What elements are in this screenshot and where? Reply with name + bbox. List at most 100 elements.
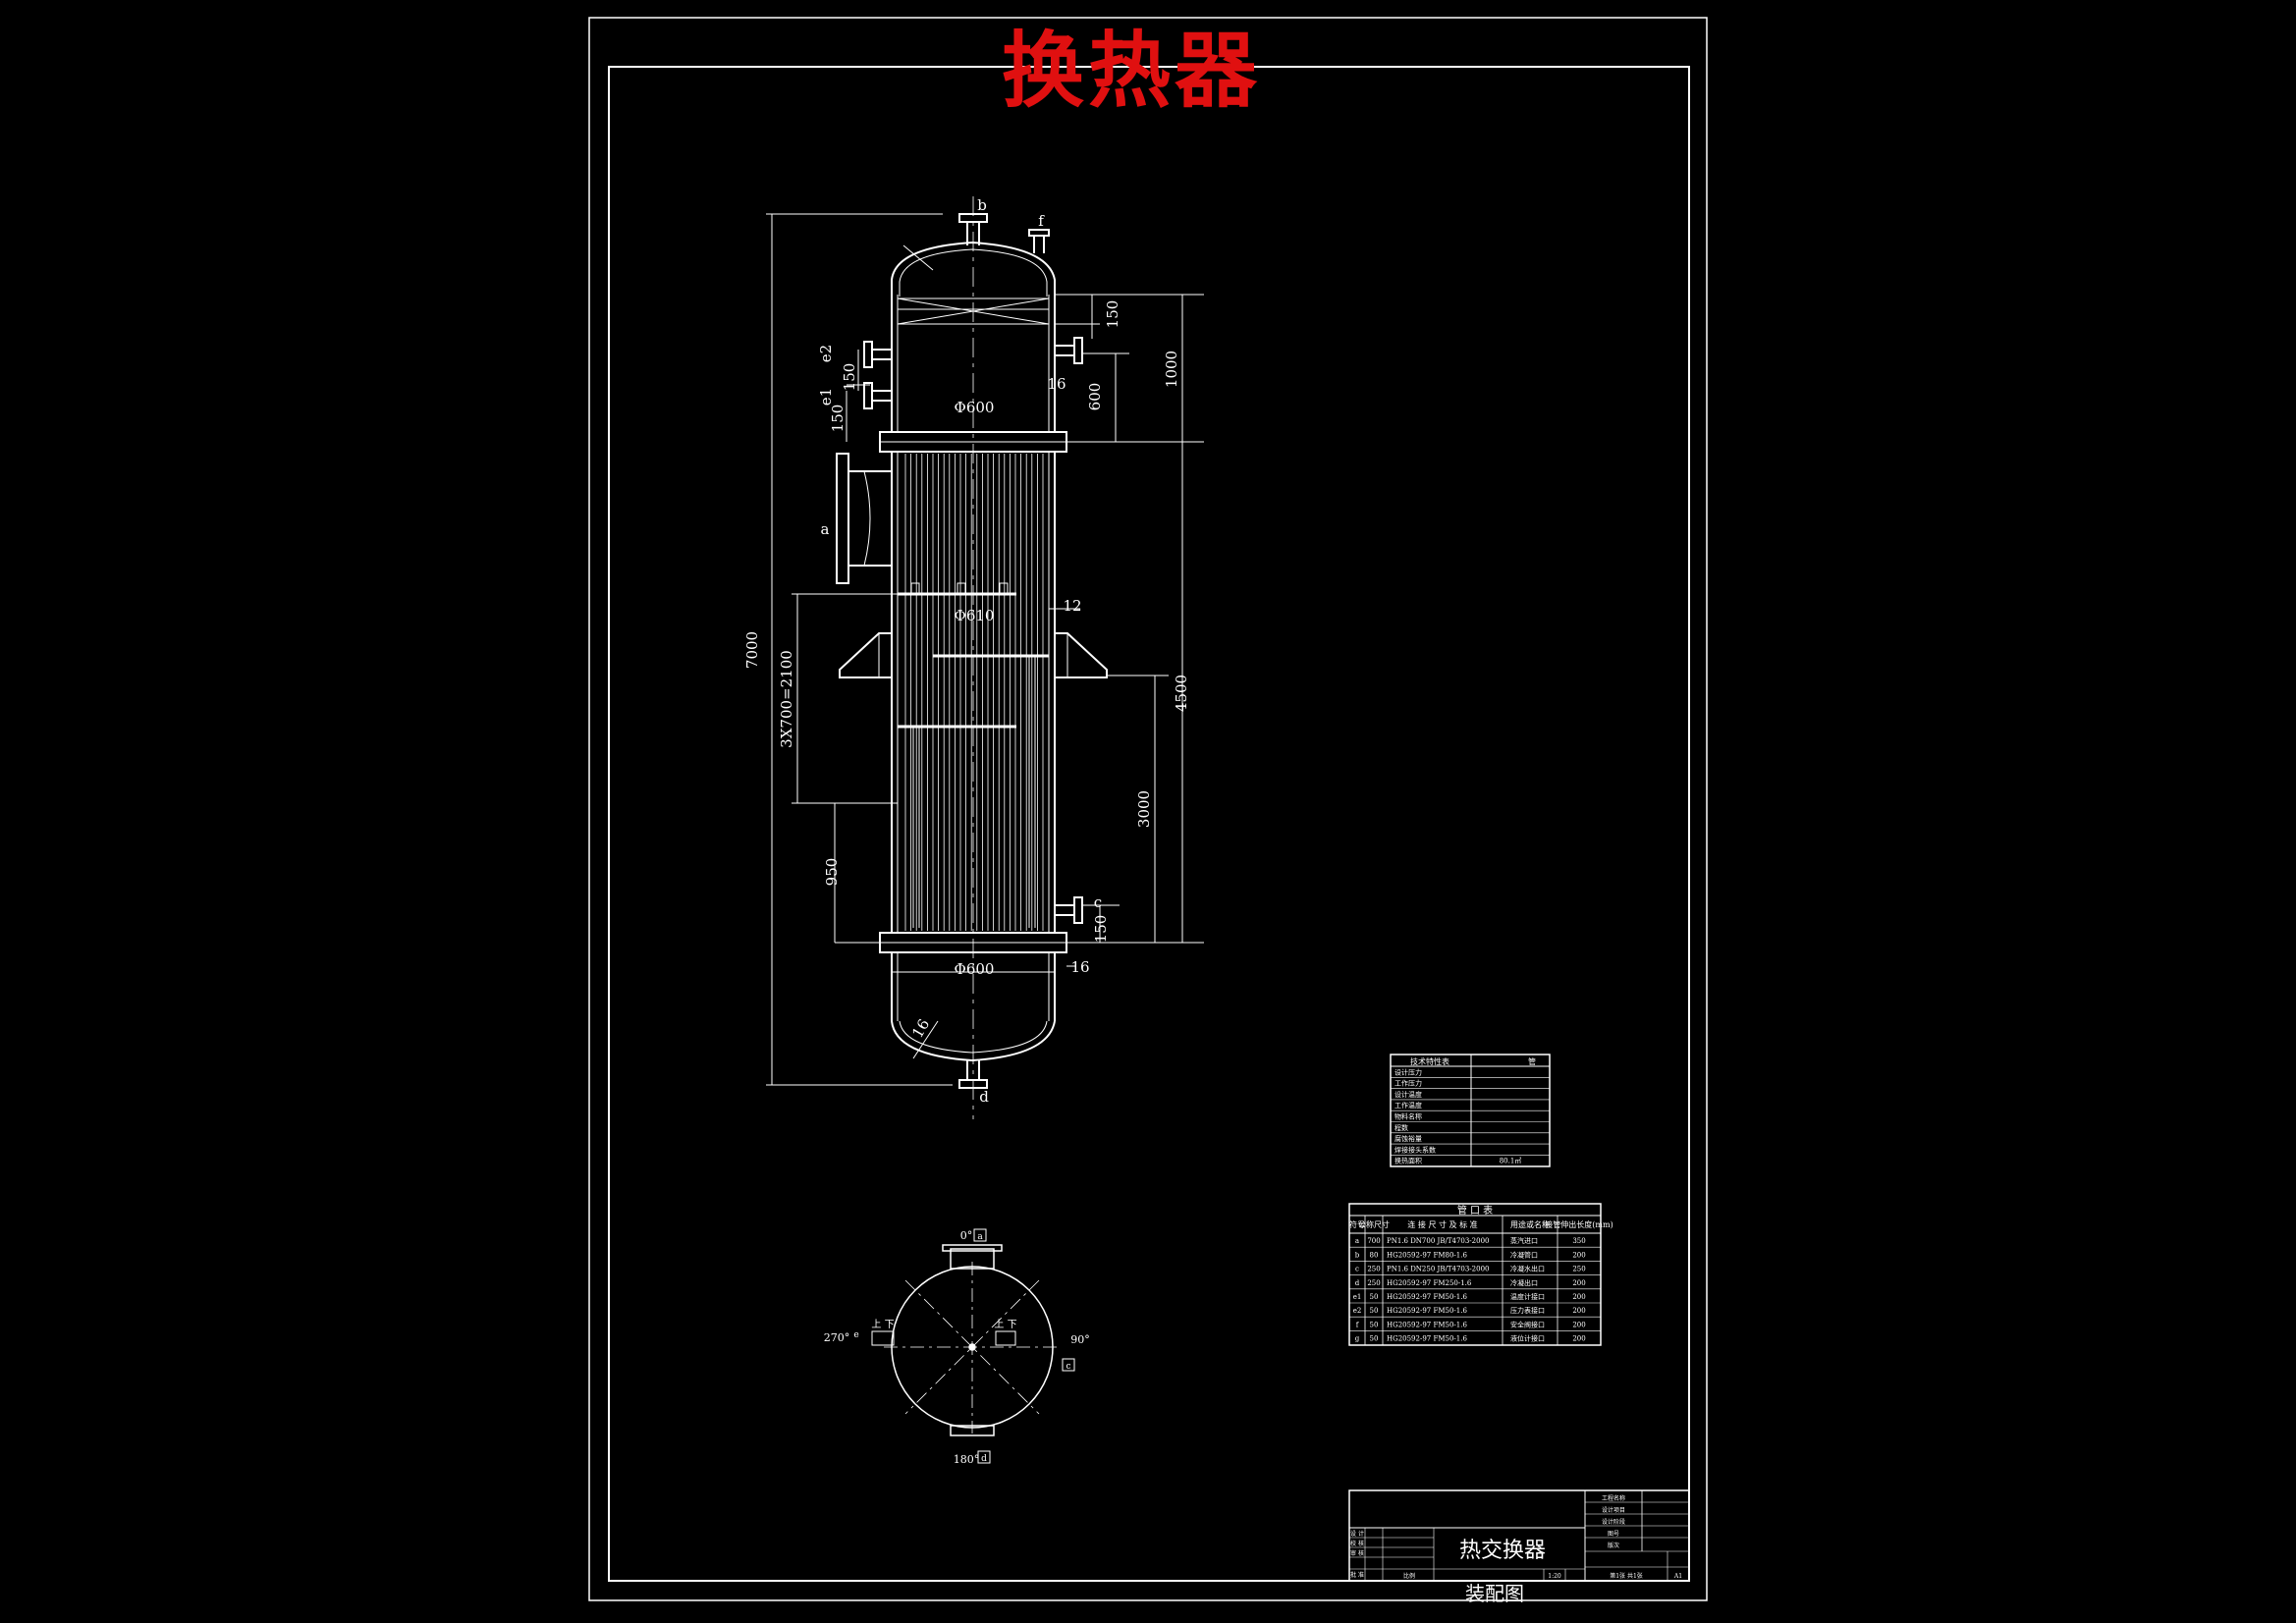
right-support-lug bbox=[1055, 632, 1108, 678]
dim-left-150a: 150 bbox=[841, 363, 858, 392]
nozzle-cell: 250 bbox=[1572, 1266, 1585, 1273]
role-2: 校 核 bbox=[1350, 1540, 1364, 1547]
dim-channel-top: Φ600 bbox=[955, 399, 995, 416]
nozzle-e1 bbox=[863, 382, 873, 409]
tag-a: a bbox=[977, 1232, 983, 1242]
dim-channel-bottom: Φ600 bbox=[955, 960, 995, 978]
nozzle-cell: 50 bbox=[1370, 1293, 1379, 1301]
label-c: c bbox=[1094, 893, 1102, 911]
cell-r2: 设计项目 bbox=[1602, 1506, 1625, 1514]
nozzle-cell: 蒸汽进口 bbox=[1510, 1236, 1538, 1245]
deg-0: 0° bbox=[960, 1229, 973, 1242]
inner-border bbox=[608, 66, 1690, 1582]
nozzle-cell: 冷凝管口 bbox=[1510, 1250, 1538, 1259]
tech-row-label: 工作温度 bbox=[1394, 1101, 1422, 1109]
dim-left-150b: 150 bbox=[829, 405, 847, 433]
nozzle-cell: 200 bbox=[1572, 1307, 1585, 1315]
label-a: a bbox=[821, 520, 830, 538]
nozzle-cell: a bbox=[1355, 1237, 1359, 1245]
dimension-texts: 7000 3X700=2100 950 1000 150 150 150 600… bbox=[743, 300, 1190, 1042]
dim-top-channel: 1000 bbox=[1163, 351, 1180, 388]
nozzle-cell: HG20592-97 FM50-1.6 bbox=[1387, 1321, 1467, 1328]
nozzle-cell: HG20592-97 FM80-1.6 bbox=[1387, 1251, 1467, 1259]
nozzle-cell: HG20592-97 FM250-1.6 bbox=[1387, 1279, 1472, 1287]
tag-e: e bbox=[853, 1330, 858, 1340]
nozzle-cell: 50 bbox=[1370, 1335, 1379, 1343]
nozzle-cell: 250 bbox=[1367, 1266, 1380, 1273]
tech-row-label: 焊接接头系数 bbox=[1394, 1145, 1436, 1154]
dim-top-nozzle: 150 bbox=[1104, 300, 1121, 329]
nozzle-header-cell: 接管伸出长度(mm) bbox=[1545, 1219, 1613, 1229]
label-f: f bbox=[1038, 212, 1045, 230]
nozzle-cell: HG20592-97 FM50-1.6 bbox=[1387, 1293, 1467, 1301]
dimension-lines bbox=[766, 213, 1204, 1086]
tag-d: d bbox=[981, 1454, 987, 1464]
nozzle-header-cell: 用途或名称 bbox=[1510, 1219, 1550, 1229]
role-3: 审 核 bbox=[1350, 1549, 1364, 1557]
tech-row-label: 设计压力 bbox=[1394, 1067, 1422, 1076]
nozzle-cell: 700 bbox=[1367, 1237, 1380, 1245]
nozzle-cell: 50 bbox=[1370, 1307, 1379, 1315]
dim-plate-16-bottom: 16 bbox=[1070, 958, 1089, 976]
outer-border bbox=[588, 17, 1708, 1601]
top-head bbox=[891, 241, 1056, 297]
nozzle-header-cell: 符号 bbox=[1349, 1219, 1365, 1229]
drawing-name: 热交换器 bbox=[1459, 1539, 1546, 1563]
dim-head-16: 16 bbox=[908, 1016, 933, 1042]
tech-row-label: 换热面积 bbox=[1394, 1157, 1422, 1165]
nozzle-cell: 200 bbox=[1572, 1321, 1585, 1328]
tube-bundle bbox=[904, 454, 1044, 931]
cell-r5: 版次 bbox=[1608, 1542, 1619, 1549]
nozzle-cell: 80 bbox=[1370, 1251, 1379, 1259]
label-b: b bbox=[977, 196, 987, 214]
nozzle-cell: 200 bbox=[1572, 1251, 1585, 1259]
nozzle-cell: 200 bbox=[1572, 1279, 1585, 1287]
cell-r4: 图号 bbox=[1608, 1531, 1619, 1538]
dim-baffle-spacing: 3X700=2100 bbox=[778, 650, 795, 748]
cell-r3: 设计阶段 bbox=[1602, 1518, 1625, 1526]
top-bottom-right: 上 下 bbox=[994, 1319, 1016, 1330]
dim-bottom-baffle: 950 bbox=[823, 858, 841, 887]
left-support-lug bbox=[839, 632, 892, 678]
nozzle-a bbox=[836, 453, 849, 584]
top-bottom-left: 上 下 bbox=[871, 1319, 894, 1330]
vessel-elevation bbox=[836, 196, 1108, 1119]
nozzle-cell: e1 bbox=[1353, 1293, 1362, 1301]
cell-r1: 工程名称 bbox=[1602, 1494, 1625, 1502]
nozzle-cell: 冷凝水出口 bbox=[1510, 1265, 1545, 1273]
nozzle-c bbox=[1073, 896, 1083, 924]
role-4: 批 准 bbox=[1350, 1571, 1364, 1579]
nozzle-header-cell: 公称尺寸 bbox=[1358, 1219, 1390, 1229]
cell-b1: 比例 bbox=[1403, 1572, 1415, 1580]
nozzle-cell: 安全阀接口 bbox=[1510, 1320, 1545, 1328]
cell-b2: 1:20 bbox=[1548, 1573, 1561, 1580]
dim-tube-length: 4500 bbox=[1173, 675, 1190, 712]
nozzle-cell: 温度计接口 bbox=[1510, 1292, 1545, 1301]
dim-plate-12: 12 bbox=[1063, 597, 1081, 615]
nozzle-cell: g bbox=[1355, 1335, 1360, 1343]
dim-shell-inner: Φ610 bbox=[955, 607, 995, 624]
tech-row-label: 物料名称 bbox=[1394, 1112, 1422, 1121]
nozzle-table-title: 管 口 表 bbox=[1457, 1204, 1493, 1217]
label-d: d bbox=[979, 1088, 989, 1106]
tech-row-label: 程数 bbox=[1394, 1123, 1408, 1132]
bottom-head bbox=[891, 1020, 1056, 1062]
nozzle-cell: 冷凝出口 bbox=[1510, 1278, 1538, 1287]
dim-bottom-150: 150 bbox=[1092, 915, 1110, 944]
nozzle-cell: 200 bbox=[1572, 1293, 1585, 1301]
nozzle-cell: PN1.6 DN250 JB/T4703-2000 bbox=[1387, 1266, 1490, 1273]
nozzle-cell: PN1.6 DN700 JB/T4703-2000 bbox=[1387, 1237, 1490, 1245]
nozzle-cell: d bbox=[1355, 1279, 1360, 1287]
label-e2: e2 bbox=[817, 345, 835, 362]
tech-row-label: 设计温度 bbox=[1394, 1090, 1422, 1099]
nozzle-cell: 200 bbox=[1572, 1335, 1585, 1343]
tech-row-value: 80.1㎡ bbox=[1500, 1158, 1522, 1165]
title-block-text: 热交换器 装配图 设 计 校 核 审 核 批 准 工程名称 设计项目 设计阶段 … bbox=[1350, 1494, 1682, 1605]
title-block bbox=[1348, 1489, 1690, 1582]
nozzle-header-cell: 连 接 尺 寸 及 标 准 bbox=[1407, 1219, 1477, 1229]
sheet-title: 换热器 bbox=[1002, 22, 1262, 119]
tech-row-label: 腐蚀裕量 bbox=[1394, 1134, 1422, 1143]
dim-support-bottom: 3000 bbox=[1135, 790, 1153, 828]
nozzle-cell: b bbox=[1355, 1251, 1360, 1259]
tech-row-label: 工作压力 bbox=[1394, 1079, 1422, 1088]
